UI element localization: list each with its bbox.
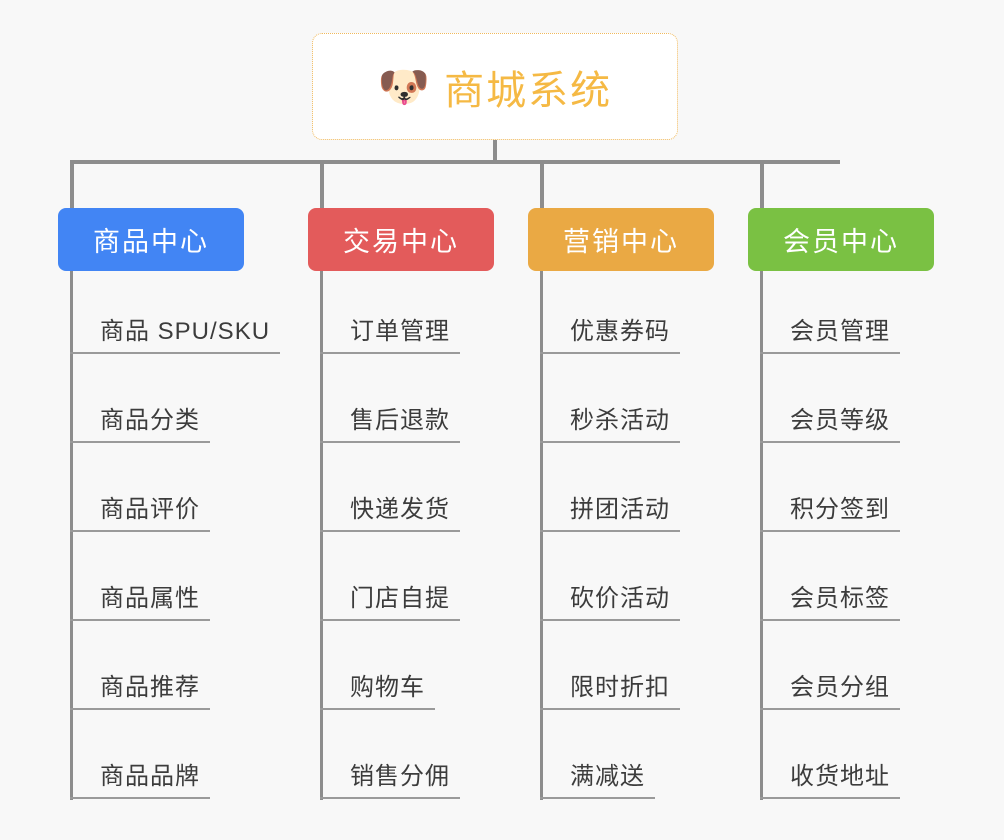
leaf-item-label: 门店自提: [320, 578, 460, 621]
leaf-item[interactable]: 快递发货: [308, 449, 554, 538]
leaf-item-label: 订单管理: [320, 311, 460, 354]
column-member-center: 会员中心: [748, 208, 934, 271]
leaf-list-product-center: 商品 SPU/SKU 商品分类商品评价商品属性商品推荐商品品牌: [58, 271, 304, 805]
leaf-item-label: 砍价活动: [540, 578, 680, 621]
spine-member-center: [760, 271, 763, 800]
leaf-item-label: 会员管理: [760, 311, 900, 354]
leaf-item-label: 商品品牌: [70, 756, 210, 799]
leaf-item-label: 会员标签: [760, 578, 900, 621]
leaf-item[interactable]: 商品推荐: [58, 627, 304, 716]
leaf-item-label: 优惠券码: [540, 311, 680, 354]
leaf-item[interactable]: 秒杀活动: [528, 360, 774, 449]
column-product-center: 商品中心: [58, 208, 244, 271]
spine-product-center: [70, 271, 73, 800]
leaf-item[interactable]: 订单管理: [308, 271, 554, 360]
leaf-item-label: 商品分类: [70, 400, 210, 443]
category-header-member-center[interactable]: 会员中心: [748, 208, 934, 271]
leaf-item-label: 商品 SPU/SKU: [70, 311, 281, 354]
leaf-item[interactable]: 会员分组: [748, 627, 994, 716]
leaf-item[interactable]: 商品属性: [58, 538, 304, 627]
leaf-item-label: 销售分佣: [320, 756, 460, 799]
leaf-list-member-center: 会员管理会员等级积分签到会员标签会员分组收货地址: [748, 271, 994, 805]
spine-marketing-center: [540, 271, 543, 800]
leaf-item[interactable]: 门店自提: [308, 538, 554, 627]
horizontal-bus-connector: [72, 160, 840, 164]
leaf-item[interactable]: 售后退款: [308, 360, 554, 449]
leaf-item[interactable]: 优惠券码: [528, 271, 774, 360]
leaf-item-label: 收货地址: [760, 756, 900, 799]
root-node[interactable]: 🐶 商城系统: [312, 33, 678, 140]
leaf-item-label: 秒杀活动: [540, 400, 680, 443]
category-header-product-center[interactable]: 商品中心: [58, 208, 244, 271]
leaf-item-label: 快递发货: [320, 489, 460, 532]
leaf-item-label: 限时折扣: [540, 667, 680, 710]
branch-drop-trade-center: [320, 160, 324, 210]
leaf-item-label: 售后退款: [320, 400, 460, 443]
leaf-item[interactable]: 购物车: [308, 627, 554, 716]
leaf-item-label: 购物车: [320, 667, 435, 710]
leaf-item[interactable]: 拼团活动: [528, 449, 774, 538]
leaf-item[interactable]: 积分签到: [748, 449, 994, 538]
leaf-item-label: 会员分组: [760, 667, 900, 710]
column-marketing-center: 营销中心: [528, 208, 714, 271]
leaf-item[interactable]: 商品评价: [58, 449, 304, 538]
root-title: 商城系统: [444, 68, 613, 113]
leaf-item-label: 商品属性: [70, 578, 210, 621]
leaf-item-label: 积分签到: [760, 489, 900, 532]
leaf-item[interactable]: 砍价活动: [528, 538, 774, 627]
category-header-marketing-center[interactable]: 营销中心: [528, 208, 714, 271]
leaf-item-label: 会员等级: [760, 400, 900, 443]
leaf-item[interactable]: 会员管理: [748, 271, 994, 360]
branch-drop-product-center: [70, 160, 74, 210]
leaf-item[interactable]: 限时折扣: [528, 627, 774, 716]
leaf-item-label: 拼团活动: [540, 489, 680, 532]
leaf-item[interactable]: 商品 SPU/SKU: [58, 271, 304, 360]
leaf-item-label: 满减送: [540, 756, 655, 799]
leaf-item-label: 商品推荐: [70, 667, 210, 710]
branch-drop-member-center: [760, 160, 764, 210]
leaf-item[interactable]: 会员标签: [748, 538, 994, 627]
leaf-item[interactable]: 商品品牌: [58, 716, 304, 805]
column-trade-center: 交易中心: [308, 208, 494, 271]
leaf-item[interactable]: 商品分类: [58, 360, 304, 449]
leaf-list-trade-center: 订单管理售后退款快递发货门店自提购物车销售分佣: [308, 271, 554, 805]
leaf-item[interactable]: 满减送: [528, 716, 774, 805]
root-stem-connector: [493, 140, 497, 163]
category-header-trade-center[interactable]: 交易中心: [308, 208, 494, 271]
dog-face-icon: 🐶: [377, 62, 431, 110]
spine-trade-center: [320, 271, 323, 800]
leaf-item[interactable]: 收货地址: [748, 716, 994, 805]
leaf-item[interactable]: 会员等级: [748, 360, 994, 449]
leaf-list-marketing-center: 优惠券码秒杀活动拼团活动砍价活动限时折扣满减送: [528, 271, 774, 805]
leaf-item-label: 商品评价: [70, 489, 210, 532]
branch-drop-marketing-center: [540, 160, 544, 210]
leaf-item[interactable]: 销售分佣: [308, 716, 554, 805]
